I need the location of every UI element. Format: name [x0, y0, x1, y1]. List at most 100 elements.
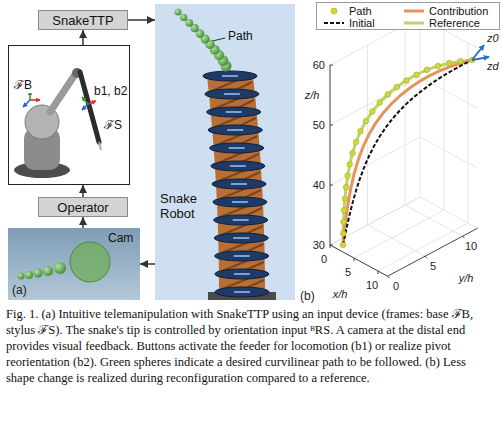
drawn-ellipse: [207, 107, 261, 117]
camera-view: [8, 228, 140, 300]
drawn-circle: [185, 19, 193, 27]
drawn-path: [343, 60, 472, 245]
tick-label: 50: [313, 120, 325, 131]
drawn-circle: [345, 173, 351, 179]
drawn-circle: [446, 60, 452, 66]
drawn-circle: [343, 184, 349, 190]
drawn-rect: [229, 147, 245, 149]
drawn-path: [444, 30, 445, 210]
drawn-ellipse: [205, 89, 259, 99]
drawn-rect: [222, 75, 238, 77]
callout-label: b1, b2: [93, 85, 128, 99]
drawn-path: [404, 9, 424, 12]
drawn-rect: [226, 111, 242, 113]
drawn-rect: [230, 165, 246, 167]
flow-arrow: [82, 217, 84, 228]
drawn-path: [405, 205, 463, 236]
drawn-circle: [394, 84, 400, 90]
drawn-circle: [342, 196, 348, 202]
drawn-circle: [34, 269, 43, 278]
drawn-path: [330, 185, 333, 186]
drawn-circle: [435, 63, 441, 69]
drawn-ellipse: [215, 269, 269, 279]
drawn-path: [425, 256, 427, 258]
drawn-ellipse: [208, 125, 262, 135]
legend-sample: [323, 18, 345, 28]
drawn-path: [404, 21, 424, 24]
drawn-ellipse: [203, 71, 257, 81]
drawn-path: [420, 137, 478, 168]
callout-label: Snake Robot: [160, 192, 208, 222]
tick-label: 60: [313, 60, 325, 71]
drawn-circle: [340, 242, 346, 248]
drawn-path: [330, 245, 388, 276]
axis-label: x/h: [333, 289, 348, 300]
tick-label: 5: [430, 261, 436, 272]
drawn-circle: [341, 219, 347, 225]
tick-label: 30: [313, 240, 325, 251]
drawn-path: [378, 271, 379, 274]
drawn-circle: [358, 129, 364, 135]
legend-text: Reference: [429, 17, 480, 29]
panel-letter: (b): [300, 290, 315, 302]
drawn-path: [420, 77, 478, 108]
process-box: Operator: [38, 197, 128, 217]
drawn-path: [343, 60, 472, 245]
frame-axes: [23, 91, 96, 110]
path-spheres: [175, 9, 232, 72]
figure-caption: Fig. 1. (a) Intuitive telemanipulation w…: [6, 306, 496, 386]
drawn-path: [420, 197, 478, 228]
legend-box: PathContributionInitialReference: [316, 2, 500, 30]
legend-sample: [403, 18, 425, 28]
drawn-ellipse: [213, 197, 267, 207]
drawn-circle: [363, 118, 369, 124]
drawn-path: [330, 245, 388, 276]
drawn-circle: [341, 207, 347, 213]
drawn-circle: [377, 100, 383, 106]
drawn-line: [99, 142, 101, 150]
snake-panel-ground: [155, 4, 295, 300]
tick-label: 5: [345, 267, 351, 278]
camera-panel: Cam: [8, 228, 140, 300]
drawn-circle: [458, 58, 464, 64]
box-label: Operator: [57, 200, 108, 215]
frame-label: z0: [487, 33, 499, 44]
drawn-path: [330, 65, 331, 245]
tick-label: 10: [465, 241, 477, 252]
flow-arrow: [128, 19, 155, 21]
drawn-rect: [233, 219, 249, 221]
drawn-path: [330, 77, 420, 125]
drawn-circle: [424, 67, 430, 73]
process-box: SnakeTTP: [38, 10, 128, 30]
snake-robot-panel: PathSnake Robot: [155, 4, 295, 300]
callout-label: Cam: [108, 232, 133, 246]
drawn-line: [88, 101, 96, 104]
legend-text: Contribution: [429, 5, 488, 17]
axis-label: y/h: [459, 273, 474, 284]
drawn-circle: [331, 8, 337, 14]
drawn-ellipse: [210, 143, 264, 153]
box-label: SnakeTTP: [52, 13, 113, 28]
drawn-path: [420, 17, 421, 197]
drawn-ellipse: [214, 233, 268, 243]
drawn-path: [354, 258, 355, 261]
drawn-rect: [227, 129, 243, 131]
panel-letter: (a): [12, 284, 27, 296]
drawn-circle: [180, 14, 187, 21]
legend-item: Initial: [323, 17, 375, 28]
drawn-ellipse: [215, 287, 269, 297]
drawn-path: [463, 236, 465, 238]
drawn-ellipse: [214, 215, 268, 225]
drawn-rect: [233, 237, 249, 239]
drawn-circle: [404, 78, 410, 84]
drawn-rect: [234, 255, 250, 257]
snake-robot: [203, 71, 276, 300]
tick-label: 40: [313, 180, 325, 191]
drawn-path: [330, 65, 333, 66]
callout-label: ℱB: [13, 79, 33, 93]
drawn-rect: [234, 291, 250, 293]
drawn-circle: [347, 162, 353, 168]
drawn-path: [388, 276, 390, 278]
drawn-path: [343, 60, 472, 245]
drawn-path: [330, 137, 420, 185]
